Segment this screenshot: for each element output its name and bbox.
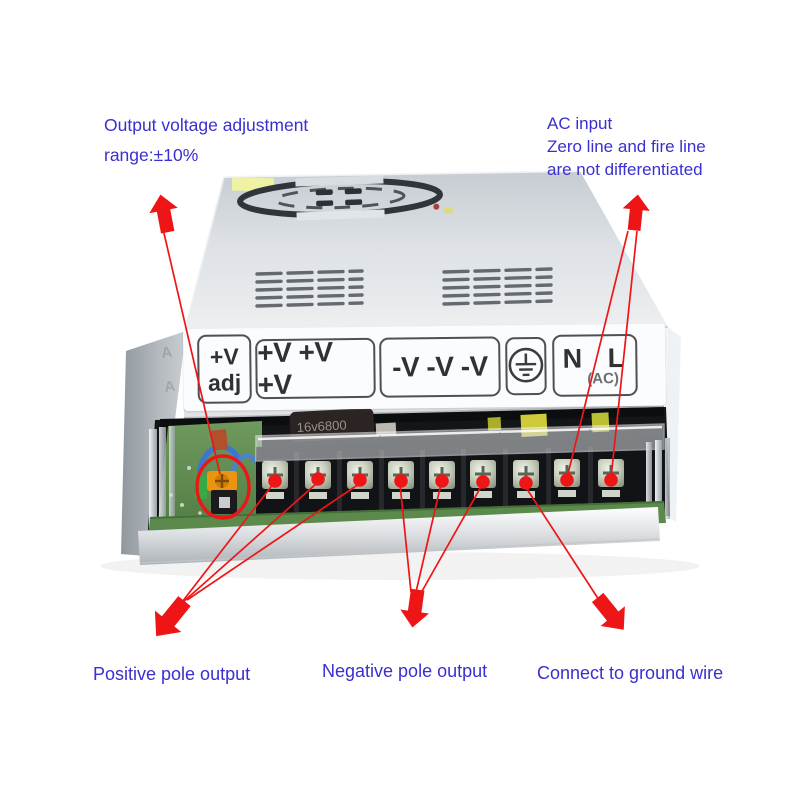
vent-louvers-left — [255, 269, 364, 308]
annotation-line: are not differentiated — [547, 160, 703, 179]
annotation-text-negative-output: Negative pole output — [322, 661, 488, 681]
fan-corner-detail — [433, 203, 440, 210]
label-box-ac: N L (AC) — [552, 333, 638, 397]
label-box-ground — [505, 336, 547, 396]
capacitor-marking: 16v6800 — [296, 417, 347, 435]
annotation-text-ac-input: AC input Zero line and fire line are not… — [547, 112, 706, 181]
annotation-line: Output voltage adjustment — [104, 115, 309, 135]
annotation-line: range:±10% — [104, 145, 199, 165]
top-face — [183, 170, 668, 335]
annotation-text-output-adjust: Output voltage adjustment range:±10% — [104, 110, 308, 170]
annotation-line: AC input — [547, 114, 613, 133]
label-adj-line2: adj — [207, 368, 242, 396]
heatsink-fin — [159, 427, 166, 532]
label-ac-terminals: N L — [562, 342, 634, 374]
earth-ground-icon — [508, 347, 544, 383]
green-connector — [195, 476, 207, 499]
terminal-label-strip: +V adj +V +V +V -V -V -V N L (AC) — [183, 323, 666, 411]
resistor-component — [210, 429, 229, 451]
annotation-text-ground-wire: Connect to ground wire — [537, 663, 724, 683]
voltage-adjust-potentiometer — [207, 471, 237, 491]
clear-terminal-cover — [255, 423, 665, 462]
label-box-negative: -V -V -V — [379, 336, 501, 398]
heatsink-fin — [169, 426, 175, 532]
fan-grille — [237, 175, 454, 221]
label-positive-terminals: +V +V +V — [257, 336, 333, 401]
label-box-adj: +V adj — [197, 334, 252, 404]
annotation-text-positive-output: Positive pole output — [93, 664, 251, 684]
right-edge-bars — [646, 438, 670, 519]
vent-louvers-right — [442, 267, 553, 306]
label-negative-terminals: -V -V -V — [391, 350, 488, 383]
terminal-screws — [262, 459, 624, 499]
label-adj-line1: +V — [209, 342, 239, 370]
heatsink-fin — [149, 429, 157, 531]
annotation-line: Zero line and fire line — [547, 137, 706, 156]
label-ac-sub: (AC) — [587, 369, 620, 387]
label-box-positive: +V +V +V — [255, 336, 376, 401]
black-component — [211, 490, 237, 514]
